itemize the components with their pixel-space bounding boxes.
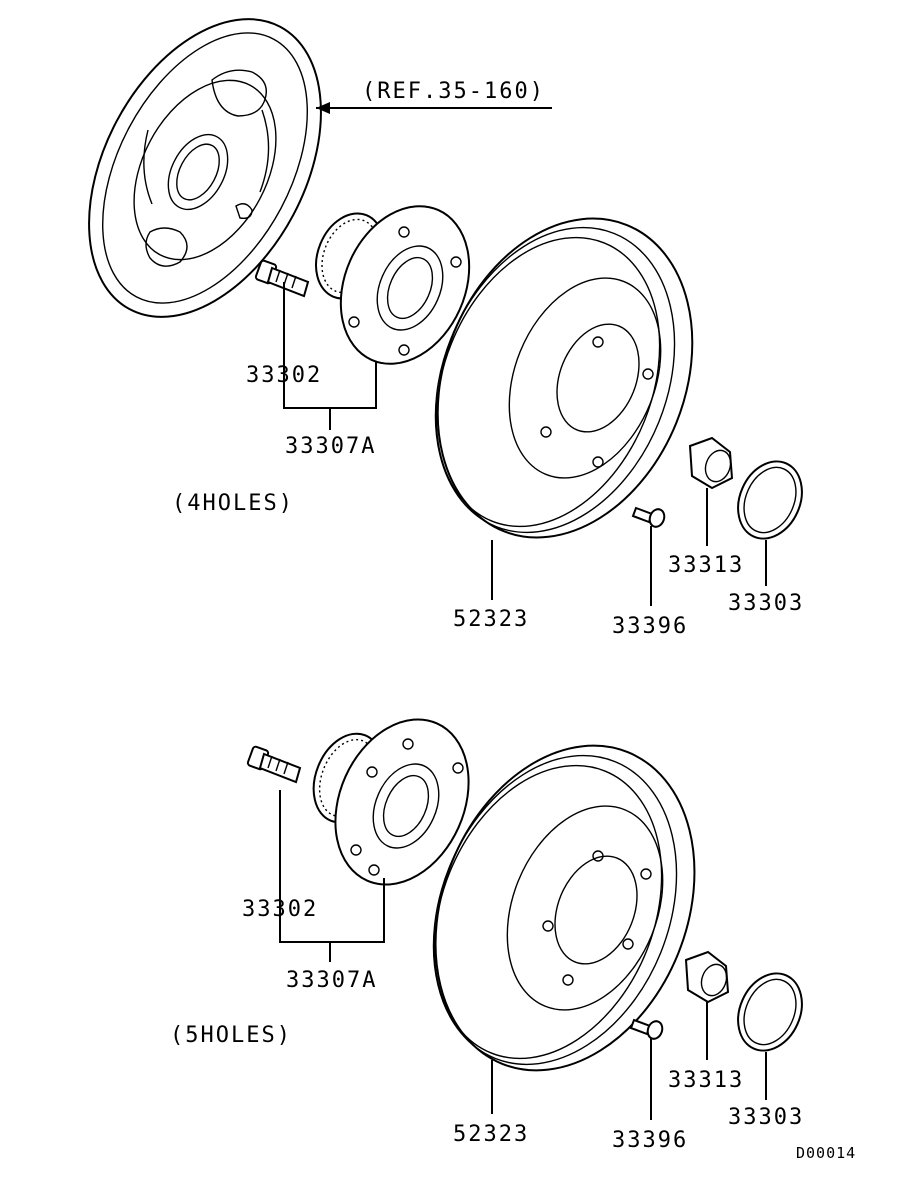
- wheel-stud-illustration: [246, 745, 302, 784]
- part-label-drum: 52323: [453, 1122, 529, 1147]
- holes-label: (5HOLES): [170, 1023, 292, 1048]
- part-label-stud: 33302: [242, 897, 318, 922]
- stud-hub-bracket: [283, 282, 377, 430]
- part-label-screw: 33396: [612, 1128, 688, 1153]
- part-label-drum: 52323: [453, 607, 529, 632]
- hub-cap-illustration: [737, 972, 803, 1052]
- part-label-nut: 33313: [668, 1068, 744, 1093]
- drum-screw-illustration: [629, 1018, 664, 1040]
- section-4holes: 33302 33307A (4HOLES) 52323 33396 33313 …: [172, 205, 804, 639]
- brake-drum-illustration: [432, 744, 696, 1072]
- part-label-stud: 33302: [246, 363, 322, 388]
- stud-hub-bracket: [279, 790, 385, 962]
- holes-label: (4HOLES): [172, 491, 294, 516]
- part-label-hub: 33307A: [286, 968, 377, 993]
- hub-bearing-illustration: [312, 718, 470, 886]
- backing-plate-illustration: [88, 18, 322, 318]
- ref-label: (REF.35-160): [362, 79, 545, 104]
- hub-cap-illustration: [737, 460, 803, 540]
- diagram-id: D00014: [796, 1144, 856, 1162]
- drum-screw-illustration: [631, 506, 666, 528]
- part-label-nut: 33313: [668, 553, 744, 578]
- part-label-screw: 33396: [612, 614, 688, 639]
- hub-bearing-illustration: [315, 205, 471, 365]
- ref-arrowhead: [316, 102, 330, 114]
- brake-drum-illustration: [434, 217, 694, 539]
- wheel-stud-illustration: [254, 259, 310, 298]
- part-label-cap: 33303: [728, 591, 804, 616]
- part-label-hub: 33307A: [285, 434, 376, 459]
- section-5holes: 33302 33307A (5HOLES) 52323 33396 33313 …: [170, 718, 804, 1153]
- hub-nut-illustration: [688, 436, 734, 490]
- part-label-cap: 33303: [728, 1105, 804, 1130]
- hub-nut-illustration: [684, 950, 730, 1004]
